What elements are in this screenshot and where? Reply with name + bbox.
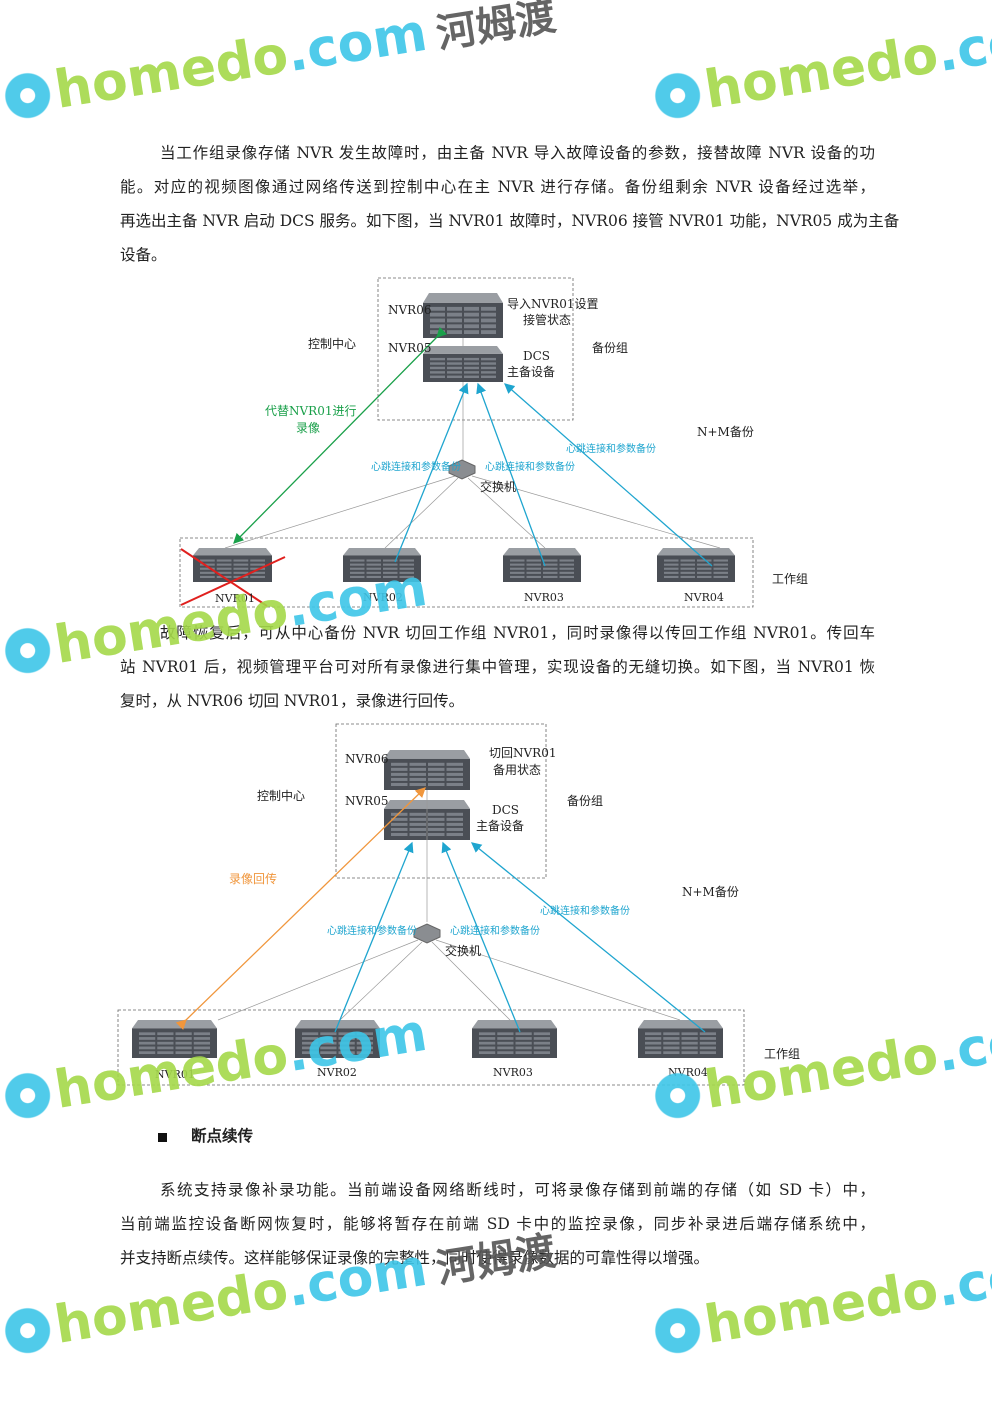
work-group-box	[179, 537, 754, 608]
diagram1-arrows	[180, 326, 713, 607]
fault-x-icon	[180, 548, 268, 607]
control-center-label: 控制中心	[308, 337, 357, 351]
nvr06-server-icon	[423, 293, 503, 338]
paragraph3-line: 当前端监控设备断网恢复时，能够将暂存在前端 SD 卡中的监控录像，同步补录进后端…	[120, 1215, 875, 1233]
heartbeat-arrow	[470, 842, 706, 1033]
return-arrow	[175, 787, 426, 1031]
paragraph2-line: 站 NVR01 后，视频管理平台可对所有录像进行集中管理，实现设备的无缝切换。如…	[120, 658, 875, 676]
heartbeat-label: 心跳连接和参数备份	[485, 462, 575, 473]
nvr02-label: NVR02	[363, 591, 403, 604]
nvr05-label: NVR05	[345, 794, 389, 808]
nvr06-server-icon	[384, 750, 470, 790]
heartbeat-arrow	[504, 383, 713, 567]
heartbeat-arrow	[476, 382, 546, 567]
nvr05-note: DCS	[523, 349, 551, 363]
heartbeat-label: 心跳连接和参数备份	[566, 444, 656, 455]
section-heading: 断点续传	[158, 1124, 253, 1146]
nvr03-label: NVR03	[524, 591, 564, 604]
switch-label: 交换机	[480, 480, 517, 494]
paragraph3-line: 并支持断点续传。这样能够保证录像的完整性，同时使得录像数据的可靠性得以增强。	[120, 1249, 710, 1267]
heartbeat-label: 心跳连接和参数备份	[327, 926, 417, 937]
section-heading-text: 断点续传	[191, 1126, 254, 1145]
nvr05-note: DCS	[492, 803, 520, 817]
nvr05-note: 主备设备	[476, 819, 525, 833]
diagram2	[117, 723, 745, 1086]
nvr01-server-icon	[132, 1020, 217, 1058]
work-group-label: 工作组	[764, 1047, 801, 1061]
nm-backup-label: N+M备份	[682, 885, 739, 899]
nm-backup-label: N+M备份	[697, 425, 754, 439]
nvr02-server-icon	[343, 548, 421, 582]
fault-x-icon	[180, 556, 286, 606]
heartbeat-label: 心跳连接和参数备份	[371, 462, 461, 473]
backup-group-label: 备份组	[592, 341, 629, 355]
replace-note: 录像	[296, 421, 321, 435]
control-center-label: 控制中心	[257, 789, 306, 803]
nvr06-note: 切回NVR01	[489, 746, 557, 760]
paragraph1-line: 当工作组录像存储 NVR 发生故障时，由主备 NVR 导入故障设备的参数，接替故…	[160, 144, 875, 162]
replace-arrow	[233, 326, 448, 544]
work-group-label: 工作组	[772, 572, 809, 586]
paragraph2-line: 故障恢复后，可从中心备份 NVR 切回工作组 NVR01，同时录像得以传回工作组…	[160, 624, 875, 642]
nvr04-server-icon	[638, 1020, 723, 1058]
replace-note: 代替NVR01进行	[265, 404, 357, 418]
nvr05-label: NVR05	[388, 341, 432, 355]
nvr06-label: NVR06	[345, 752, 389, 766]
nvr06-note: 备用状态	[493, 763, 542, 777]
nvr05-server-icon	[423, 346, 503, 382]
nvr06-note: 导入NVR01设置	[507, 297, 599, 311]
switch-icon	[448, 459, 476, 480]
nvr03-server-icon	[472, 1020, 557, 1058]
paragraph1-line: 能。对应的视频图像通过网络传送到控制中心在主 NVR 进行存储。备份组剩余 NV…	[120, 178, 875, 196]
paragraph1-line: 再选出主备 NVR 启动 DCS 服务。如下图，当 NVR01 故障时，NVR0…	[120, 212, 900, 230]
nvr06-label: NVR06	[388, 303, 432, 317]
bullet-square-icon	[158, 1132, 167, 1142]
switch-label: 交换机	[445, 944, 482, 958]
nvr02-label: NVR02	[317, 1066, 357, 1079]
paragraph3-line: 系统支持录像补录功能。当前端设备网络断线时，可将录像存储到前端的存储（如 SD …	[160, 1181, 875, 1199]
nvr04-label: NVR04	[684, 591, 724, 604]
nvr03-label: NVR03	[493, 1066, 533, 1079]
nvr04-label: NVR04	[668, 1066, 708, 1079]
paragraph2-line: 复时，从 NVR06 切回 NVR01，录像进行回传。	[120, 692, 465, 710]
nvr06-note: 接管状态	[523, 313, 572, 327]
nvr01-label: NVR01	[155, 1068, 195, 1081]
nvr04-server-icon	[657, 548, 735, 582]
nvr01-label: NVR01	[215, 592, 255, 605]
heartbeat-label: 心跳连接和参数备份	[450, 926, 540, 937]
work-group-box	[117, 1009, 745, 1086]
nvr03-server-icon	[503, 548, 581, 582]
return-note: 录像回传	[229, 872, 278, 886]
heartbeat-label: 心跳连接和参数备份	[540, 906, 630, 917]
paragraph1-line: 设备。	[120, 246, 167, 264]
heartbeat-arrow	[441, 841, 521, 1033]
nvr05-note: 主备设备	[507, 365, 556, 379]
backup-group-label: 备份组	[567, 794, 604, 808]
